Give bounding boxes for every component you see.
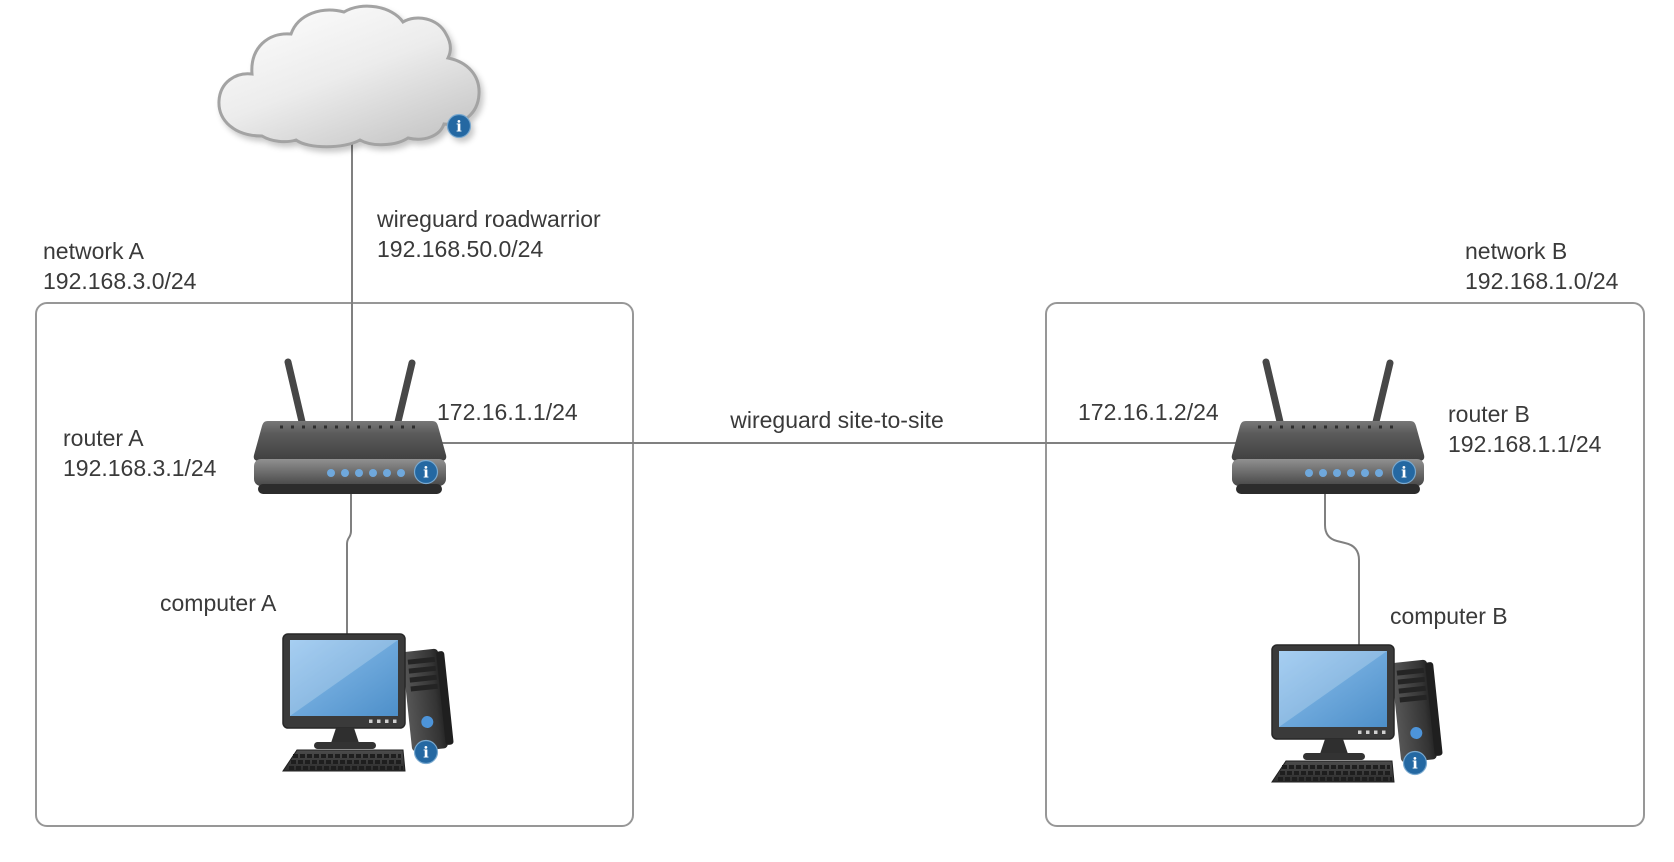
network-b-name: network B	[1465, 238, 1568, 264]
router-a-tunnel-ip-label: 172.16.1.1/24	[437, 399, 578, 425]
network-a-box	[35, 302, 634, 827]
router-a-name: router A	[63, 425, 144, 451]
network-a-subnet: 192.168.3.0/24	[43, 268, 197, 294]
roadwarrior-title: wireguard roadwarrior	[377, 206, 601, 232]
router-a-label: router A 192.168.3.1/24	[63, 423, 216, 483]
network-a-name: network A	[43, 238, 144, 264]
site-to-site-label: wireguard site-to-site	[730, 407, 944, 433]
cloud-shape	[217, 4, 481, 149]
router-b-lan-ip: 192.168.1.1/24	[1448, 431, 1602, 457]
roadwarrior-subnet: 192.168.50.0/24	[377, 236, 544, 262]
roadwarrior-label: wireguard roadwarrior 192.168.50.0/24	[377, 204, 601, 264]
router-a-device	[254, 362, 447, 494]
link-router-a-to-computer-a	[346, 489, 352, 635]
router-b-name: router B	[1448, 401, 1530, 427]
network-b-label: network B 192.168.1.0/24	[1465, 236, 1618, 296]
network-a-label: network A 192.168.3.0/24	[43, 236, 196, 296]
network-b-subnet: 192.168.1.0/24	[1465, 268, 1619, 294]
computer-b-device	[1272, 645, 1443, 782]
computer-a-label: computer A	[160, 590, 277, 616]
router-b-tunnel-ip-label: 172.16.1.2/24	[1078, 399, 1219, 425]
router-b-label: router B 192.168.1.1/24	[1448, 399, 1601, 459]
router-a-lan-ip: 192.168.3.1/24	[63, 455, 217, 481]
link-router-b-to-computer-b	[1324, 489, 1360, 646]
network-b-box	[1045, 302, 1645, 827]
computer-a-device	[283, 634, 454, 771]
router-b-device	[1232, 362, 1425, 494]
computer-b-label: computer B	[1390, 603, 1508, 629]
info-icon[interactable]	[446, 113, 472, 139]
internet-cloud	[217, 4, 481, 149]
